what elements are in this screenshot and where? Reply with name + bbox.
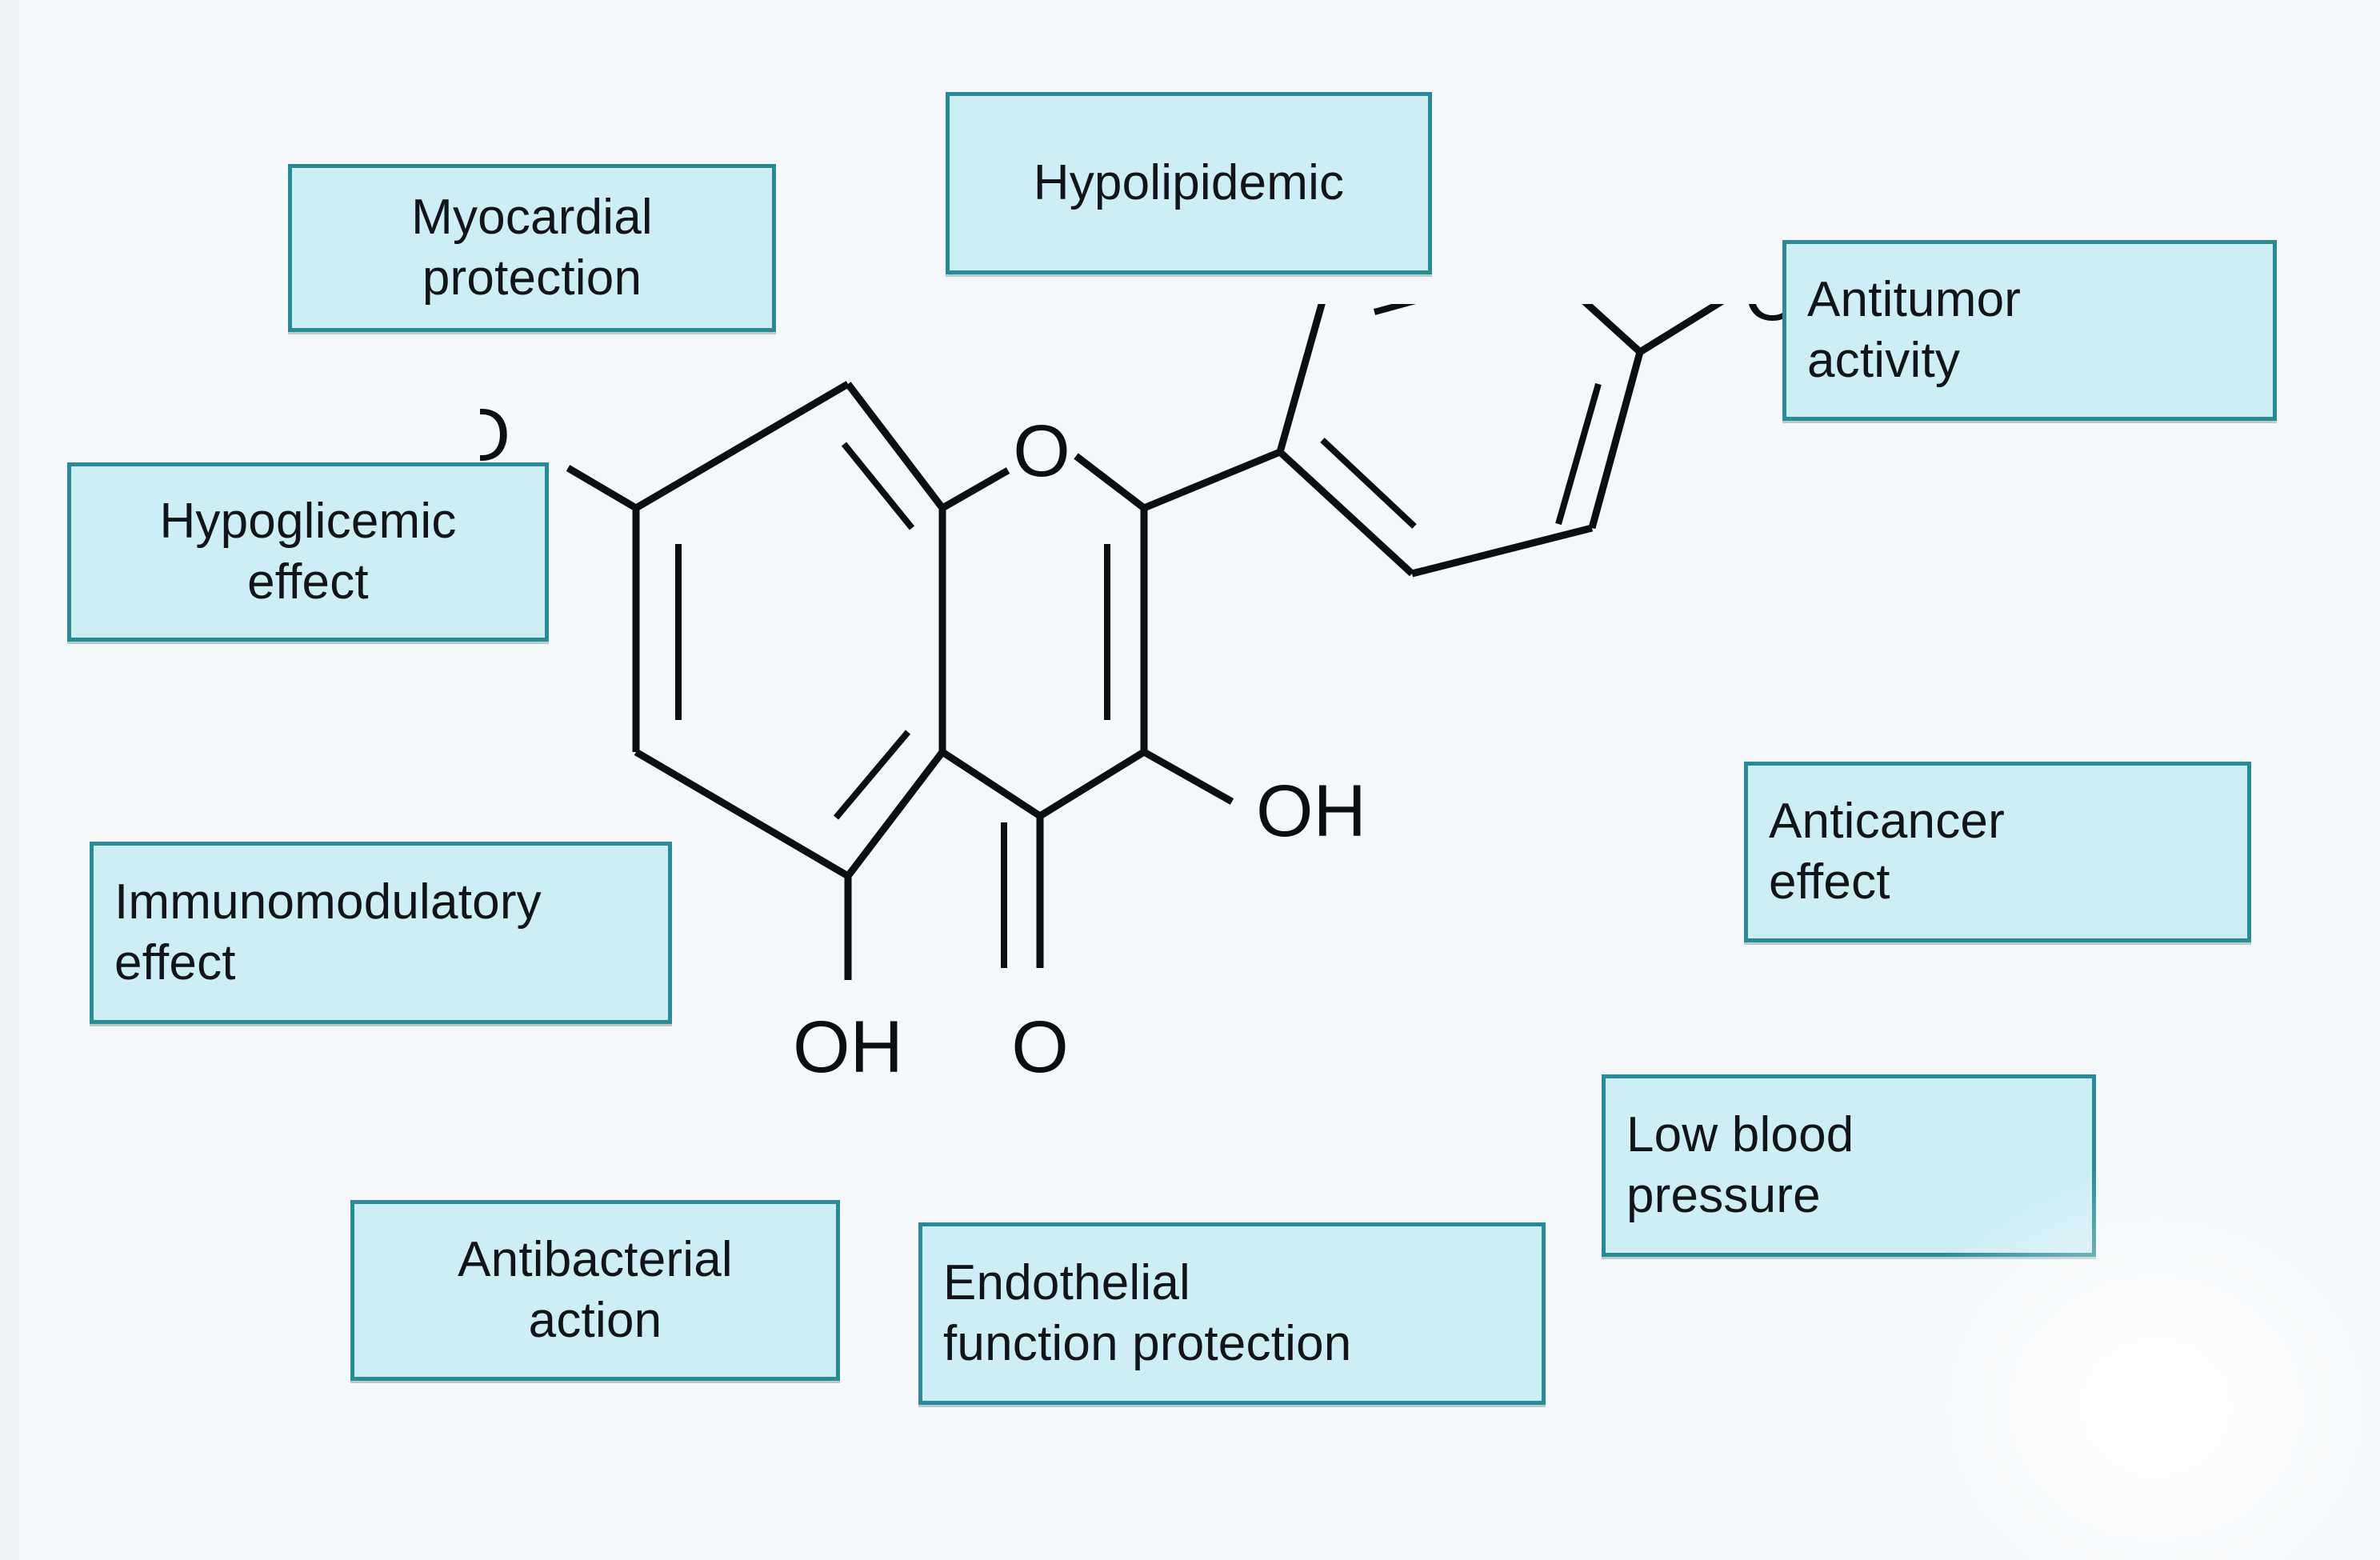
hydroxyl-label-3: OH: [1256, 770, 1366, 852]
label-box-endothelial-function-protection[interactable]: Endothelial function protection: [918, 1222, 1546, 1405]
label-box-immunomodulatory-effect[interactable]: Immunomodulatory effect: [90, 842, 672, 1024]
label-box-antibacterial-action[interactable]: Antibacterial action: [350, 1200, 840, 1381]
label-box-low-blood-pressure[interactable]: Low blood pressure: [1602, 1074, 2096, 1257]
carbonyl-oxygen-label: O: [1011, 1006, 1069, 1088]
quercetin-structure-diagram: HO OH O O OH: [480, 304, 1840, 1088]
label-box-antitumor-activity[interactable]: Antitumor activity: [1782, 240, 2277, 421]
hydroxyl-label-5: OH: [793, 1006, 903, 1088]
page-edge-strip: [0, 0, 19, 1560]
label-box-hypoglicemic-effect[interactable]: Hypoglicemic effect: [67, 462, 549, 642]
label-box-hypolipidemic[interactable]: Hypolipidemic: [946, 92, 1432, 274]
label-box-myocardial-protection[interactable]: Myocardial protection: [288, 164, 776, 332]
ring-oxygen-label: O: [1013, 410, 1070, 492]
label-box-anticancer-effect[interactable]: Anticancer effect: [1744, 762, 2251, 942]
